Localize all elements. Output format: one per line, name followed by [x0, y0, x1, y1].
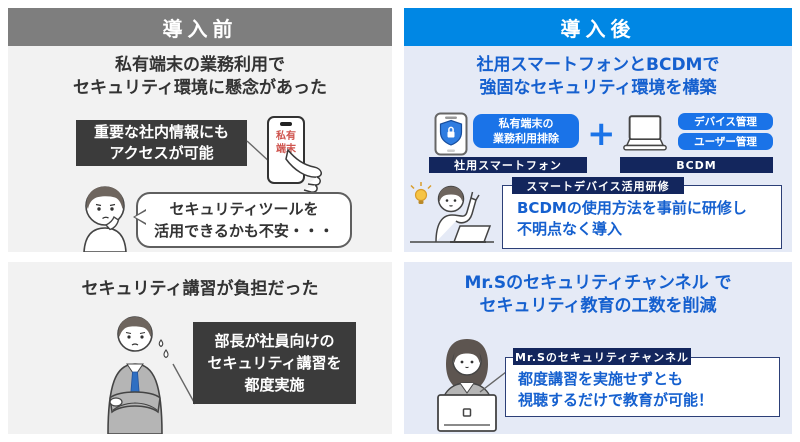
before-training-callout: 部長が社員向けの セキュリティ講習を 都度実施	[193, 322, 356, 404]
before-header-label: 導入前	[162, 16, 238, 41]
benefit-line2: 視聴するだけで教育が可能！	[518, 391, 714, 409]
before-device-callout-line1: 重要な社内情報にも	[93, 123, 229, 141]
bcdm-feature2-box: ユーザー管理	[678, 133, 773, 150]
training-line1: BCDMの使用方法を事前に研修し	[517, 199, 747, 217]
manager-person-icon	[107, 316, 169, 434]
before-device-callout-line2: アクセスが可能	[109, 144, 214, 162]
channel-tab-label: Mr.Sのセキュリティチャンネル	[515, 350, 689, 364]
bcdm-feature2-label: ユーザー管理	[694, 136, 757, 148]
smartphone-caption-label: 社用スマートフォン	[454, 159, 562, 172]
smartphone-feature-line2: 業務利用排除	[493, 132, 559, 145]
before-training-title-text: セキュリティ講習が負担だった	[81, 279, 319, 299]
smartphone-caption-bar: 社用スマートフォン	[429, 157, 587, 173]
channel-tab: Mr.Sのセキュリティチャンネル	[513, 348, 691, 365]
after-header-label: 導入後	[560, 16, 636, 41]
before-device-callout: 重要な社内情報にも アクセスが可能	[76, 120, 247, 166]
bcdm-feature1-label: デバイス管理	[694, 116, 757, 128]
before-training-title: セキュリティ講習が負担だった	[8, 278, 392, 301]
private-phone-icon: 私有 端末	[267, 116, 305, 184]
before-device-speech-bubble: セキュリティツールを 活用できるかも不安・・・	[133, 192, 352, 248]
speech-line2: 活用できるかも不安・・・	[154, 222, 334, 240]
bcdm-caption-label: BCDM	[676, 158, 717, 172]
after-education-title-line2: セキュリティ教育の工数を削減	[479, 296, 717, 316]
worried-person-icon	[83, 186, 127, 252]
woman-laptop-icon	[437, 339, 497, 432]
training-tab: スマートデバイス活用研修	[512, 177, 684, 194]
channel-info-box: 都度講習を実施せずとも 視聴するだけで教育が可能！	[505, 357, 780, 417]
after-education-title: Mr.Sのセキュリティチャンネル で セキュリティ教育の工数を削減	[404, 272, 792, 318]
after-solution-title: 社用スマートフォンとBCDMで 強固なセキュリティ環境を構築	[404, 54, 792, 100]
panel-after-solution: 導入後 社用スマートフォンとBCDMで 強固なセキュリティ環境を構築 私有端末の…	[404, 8, 792, 252]
before-header: 導入前	[8, 8, 392, 46]
after-solution-title-line2: 強固なセキュリティ環境を構築	[479, 78, 717, 98]
smartphone-feature-box: 私有端末の 業務利用排除	[473, 114, 579, 148]
bcdm-caption-bar: BCDM	[620, 157, 773, 173]
training-line2: 不明点なく導入	[517, 220, 623, 238]
plus-sign: +	[587, 114, 616, 154]
laptop-icon	[623, 115, 667, 151]
person-idea-icon	[410, 182, 494, 243]
after-header: 導入後	[404, 8, 792, 46]
before-training-callout-line3: 都度実施	[244, 376, 305, 394]
phone-notch	[280, 122, 292, 126]
panel-after-education: Mr.Sのセキュリティチャンネル で セキュリティ教育の工数を削減 都度講習を実…	[404, 262, 792, 434]
secure-smartphone-icon	[434, 112, 468, 156]
before-training-callout-line2: セキュリティ講習を	[207, 354, 342, 372]
panel-before-training: セキュリティ講習が負担だった 部長が社員向けの セキュリティ講習を 都度実施	[8, 262, 392, 434]
bcdm-feature1-box: デバイス管理	[678, 113, 773, 130]
speech-line1: セキュリティツールを	[169, 200, 319, 218]
phone-label-line2: 端末	[276, 144, 296, 155]
before-training-callout-line1: 部長が社員向けの	[214, 332, 335, 350]
before-device-title-line1: 私有端末の業務利用で	[115, 55, 285, 75]
before-device-title: 私有端末の業務利用で セキュリティ環境に懸念があった	[8, 54, 392, 100]
benefit-line1: 都度講習を実施せずとも	[518, 370, 684, 388]
connector-line	[172, 363, 196, 405]
before-device-title-line2: セキュリティ環境に懸念があった	[73, 78, 327, 98]
hand-icon	[285, 148, 322, 193]
after-education-title-line1: Mr.Sのセキュリティチャンネル で	[464, 273, 732, 293]
phone-label-line1: 私有	[276, 131, 296, 142]
training-tab-label: スマートデバイス活用研修	[526, 179, 670, 193]
panel-before-device: 導入前 私有端末の業務利用で セキュリティ環境に懸念があった 重要な社内情報にも…	[8, 8, 392, 252]
connector-line	[479, 371, 507, 393]
after-solution-title-line1: 社用スマートフォンとBCDMで	[476, 55, 720, 75]
training-info-box: BCDMの使用方法を事前に研修し 不明点なく導入	[502, 185, 782, 249]
smartphone-feature-line1: 私有端末の	[498, 117, 554, 130]
